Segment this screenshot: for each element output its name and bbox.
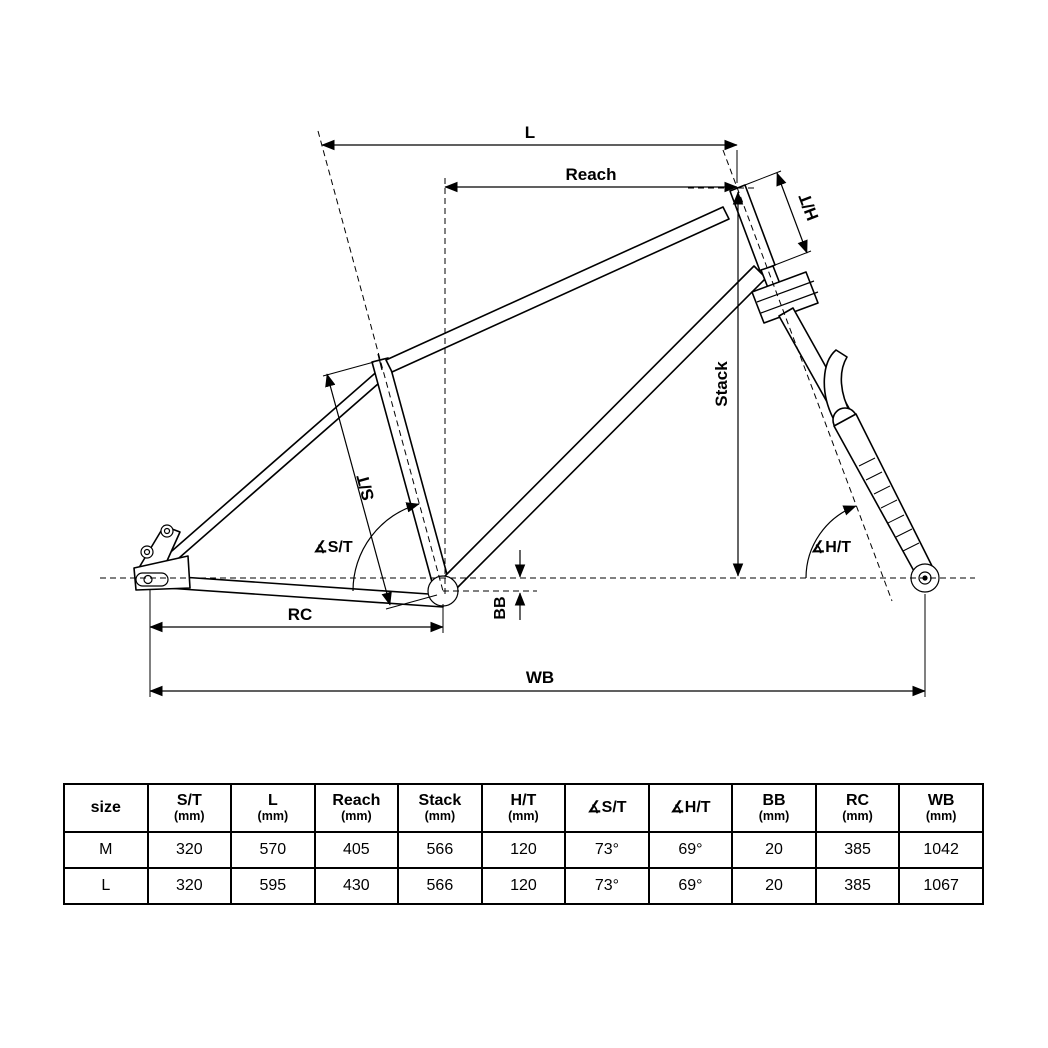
cell-rc: 385	[814, 831, 901, 869]
col-header-rc: RC(mm)	[814, 783, 901, 833]
cell-angle-ht: 69°	[647, 867, 734, 905]
label-ht: H/T	[795, 190, 823, 223]
frame-geometry-diagram: L Reach H/T Stack S/T ∡S/T ∡H/T BB RC WB	[100, 123, 975, 697]
cell-l: 595	[230, 867, 316, 905]
cell-stack: 566	[397, 831, 483, 869]
col-header-ht: H/T(mm)	[480, 783, 567, 833]
cell-ht: 120	[480, 867, 567, 905]
label-stack: Stack	[712, 361, 731, 407]
col-header-angle-st: ∡S/T	[564, 783, 650, 833]
cell-reach: 430	[313, 867, 400, 905]
table-row-size-l: L 320 595 430 566 120 73° 69° 20 385 106…	[63, 867, 984, 905]
cell-rc: 385	[814, 867, 901, 905]
label-rc: RC	[288, 605, 313, 624]
cell-st: 320	[146, 831, 233, 869]
col-header-stack: Stack(mm)	[397, 783, 483, 833]
rear-axle	[143, 574, 153, 585]
col-header-st: S/T(mm)	[146, 783, 233, 833]
chainstay	[151, 574, 444, 608]
label-st: S/T	[353, 472, 378, 503]
label-l: L	[525, 123, 535, 142]
seat-tube	[371, 357, 452, 594]
top-tube	[385, 206, 730, 373]
label-reach: Reach	[565, 165, 616, 184]
dim-angle-st-arc	[352, 502, 420, 592]
cell-stack: 566	[397, 867, 483, 905]
table-header-row: size S/T(mm) L(mm) Reach(mm) Stack(mm) H…	[63, 783, 984, 833]
dimension-lines	[149, 139, 926, 697]
cell-size: L	[63, 867, 149, 905]
cell-wb: 1042	[898, 831, 984, 869]
col-header-reach: Reach(mm)	[313, 783, 400, 833]
cell-angle-st: 73°	[564, 867, 650, 905]
fork-arch	[823, 349, 852, 419]
label-angle-ht: ∡H/T	[811, 539, 851, 556]
cell-bb: 20	[731, 831, 817, 869]
steering-axis	[722, 149, 893, 602]
cell-size: M	[63, 831, 149, 869]
col-header-wb: WB(mm)	[898, 783, 984, 833]
dim-angle-ht-arc	[805, 505, 857, 579]
cell-bb: 20	[731, 867, 817, 905]
col-header-size: size	[63, 783, 149, 833]
table-row-size-m: M 320 570 405 566 120 73° 69° 20 385 104…	[63, 831, 984, 869]
label-wb: WB	[526, 668, 554, 687]
dim-st	[325, 373, 392, 606]
label-bb: BB	[492, 596, 509, 619]
dim-ht	[776, 172, 808, 254]
cell-angle-ht: 69°	[647, 831, 734, 869]
cell-wb: 1067	[898, 867, 984, 905]
cell-st: 320	[146, 867, 233, 905]
col-header-l: L(mm)	[230, 783, 316, 833]
geometry-table: size S/T(mm) L(mm) Reach(mm) Stack(mm) H…	[63, 783, 984, 905]
cell-ht: 120	[480, 831, 567, 869]
frame-details	[135, 280, 940, 607]
label-angle-st: ∡S/T	[313, 539, 352, 556]
col-header-angle-ht: ∡H/T	[647, 783, 734, 833]
fork-lower-leg	[833, 413, 937, 583]
col-header-bb: BB(mm)	[731, 783, 817, 833]
cell-l: 570	[230, 831, 316, 869]
cell-reach: 405	[313, 831, 400, 869]
cell-angle-st: 73°	[564, 831, 650, 869]
